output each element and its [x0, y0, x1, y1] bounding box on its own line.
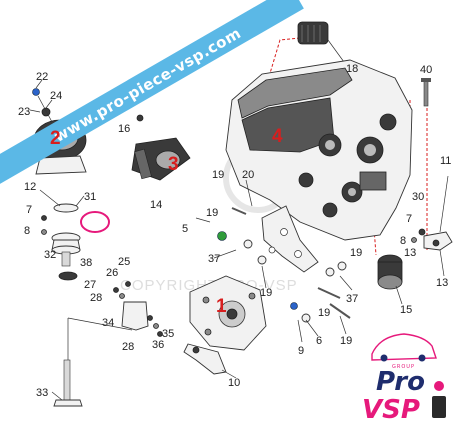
- callout: 7: [406, 213, 412, 225]
- callout: 33: [36, 387, 48, 399]
- callout: 23: [18, 106, 30, 118]
- callout: 26: [106, 267, 118, 279]
- leader-lines: [29, 79, 353, 401]
- callout: 9: [298, 345, 304, 357]
- callout: 6: [316, 335, 322, 347]
- callout: 36: [152, 339, 164, 351]
- filter-cartridge: [377, 254, 403, 305]
- label-mount-right: 3: [168, 154, 179, 175]
- logo-group-text: GROUP: [392, 364, 415, 370]
- callout: 20: [242, 169, 254, 181]
- callout: 28: [122, 341, 134, 353]
- callout: 13: [436, 277, 448, 289]
- callout: 25: [118, 256, 130, 268]
- mount-stack: [41, 203, 81, 281]
- brand-logo: GROUP Pro VSP: [362, 333, 446, 425]
- callout: 8: [24, 225, 30, 237]
- callout: 22: [36, 71, 48, 83]
- callout: 32: [44, 249, 56, 261]
- callout: 19: [318, 307, 330, 319]
- banner-band: [0, 0, 304, 209]
- label-mount-top: 2: [50, 128, 61, 149]
- logo-pro-text: Pro: [376, 367, 425, 397]
- callout: 40: [420, 64, 432, 76]
- callout: 31: [84, 191, 96, 203]
- selector-lever: [183, 343, 227, 375]
- callout-numbers: 22 24 23 16 14 12 31 7 8 32 38 25 26 27 …: [18, 63, 451, 399]
- highlight-ring: [80, 211, 110, 233]
- callout: 11: [440, 155, 451, 167]
- callout: 18: [346, 63, 358, 75]
- logo-car-outline: [371, 333, 437, 361]
- right-mount-parts: [411, 78, 453, 277]
- callout: 19: [350, 247, 362, 259]
- callout: 24: [50, 90, 62, 102]
- callout: 16: [118, 123, 130, 135]
- callout: 28: [90, 292, 102, 304]
- callout: 38: [80, 257, 92, 269]
- callout: 19: [340, 335, 352, 347]
- callout: 37: [346, 293, 358, 305]
- callout: 19: [206, 207, 218, 219]
- logo-vsp-text: VSP: [362, 395, 420, 425]
- oil-filter: [297, 21, 345, 63]
- bolts-and-washers: [217, 207, 351, 323]
- label-engine: 4: [272, 126, 283, 147]
- callout: 12: [24, 181, 36, 193]
- gearbox-housing: [189, 275, 267, 351]
- callout: 34: [102, 317, 114, 329]
- callout: 8: [400, 235, 406, 247]
- callout: 37: [208, 253, 220, 265]
- callout: 10: [228, 377, 240, 389]
- label-gearbox: 1: [216, 296, 227, 317]
- callout: 19: [212, 169, 224, 181]
- engine-mount-right: [131, 114, 191, 181]
- callout: 14: [150, 199, 162, 211]
- engine-bracket: [261, 205, 319, 273]
- callout: 5: [182, 223, 188, 235]
- lower-bracket: [53, 281, 163, 407]
- callout: 27: [84, 279, 96, 291]
- callout: 13: [404, 247, 416, 259]
- callout: 15: [400, 304, 412, 316]
- callout: 19: [260, 287, 272, 299]
- banner-url: www.pro-piece-vsp.com: [51, 24, 244, 146]
- callout: 7: [26, 204, 32, 216]
- callout: 30: [412, 191, 424, 203]
- engine-block: [225, 59, 413, 241]
- callout: 35: [162, 328, 174, 340]
